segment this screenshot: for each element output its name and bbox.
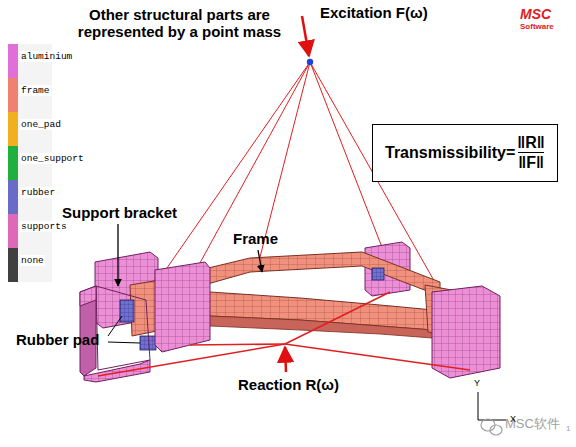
leader-line: [108, 342, 140, 343]
reaction-arrow: [285, 347, 286, 372]
legend-swatch: [8, 214, 18, 248]
material-legend: aluminium frame one_padone_supportrubbersu…: [8, 44, 52, 282]
support-bracket: [96, 286, 150, 370]
numerator: ‖R‖: [517, 134, 544, 152]
rubber-pad: [140, 336, 156, 350]
part-label: Frame: [233, 230, 278, 247]
support-bracket: [84, 360, 150, 382]
legend-row: aluminium: [8, 44, 52, 78]
legend-swatch: [8, 78, 18, 112]
support-bracket: [80, 286, 96, 306]
legend-row: rubber: [8, 180, 52, 214]
legend-text: supports: [20, 221, 68, 232]
part-label: Rubber pad: [16, 331, 99, 348]
legend-row: frame: [8, 78, 52, 112]
legend-swatch: [8, 44, 18, 78]
axis-label: Y: [474, 378, 480, 388]
legend-text: frame: [20, 85, 51, 96]
logo-text: Software: [520, 22, 554, 31]
reaction-link: [285, 344, 470, 370]
legend-swatch: [8, 248, 18, 282]
legend-text: one_support: [20, 153, 85, 164]
rigid-link: [160, 62, 310, 278]
fraction: ‖R‖‖F‖: [517, 134, 544, 172]
excitation-label: Excitation F(ω): [320, 4, 428, 21]
reaction-label: Reaction R(ω): [238, 376, 339, 393]
legend-row: one_pad: [8, 112, 52, 146]
support-bracket: [432, 286, 500, 378]
axis-label: X: [510, 414, 516, 424]
legend-swatch: [8, 112, 18, 146]
legend-row: none: [8, 248, 52, 282]
legend-text: none: [20, 255, 45, 266]
reaction-link: [190, 344, 285, 345]
legend-text: rubber: [20, 187, 56, 198]
axis-line: [478, 392, 479, 420]
logo-text: MSC: [520, 6, 551, 22]
leader-line: [258, 250, 262, 272]
part-label: Support bracket: [62, 204, 177, 221]
annotation-text: Other structural parts are represented b…: [52, 6, 307, 41]
reaction-links: [98, 292, 470, 376]
legend-row: supports: [8, 214, 52, 248]
rubber-pad: [372, 268, 384, 280]
legend-text: aluminium: [20, 51, 73, 62]
rigid-link: [195, 62, 310, 272]
rubber-pad: [120, 300, 134, 322]
legend-row: one_support: [8, 146, 52, 180]
page-number: 1: [566, 424, 570, 433]
reaction-link: [285, 292, 390, 344]
denominator: ‖F‖: [518, 152, 544, 172]
wechat-icon: [481, 419, 502, 435]
leader-line: [108, 316, 122, 336]
point-mass: [307, 59, 313, 65]
leader-line: [117, 224, 118, 286]
formula-text: Transmissibility=: [385, 144, 515, 162]
support-bracket: [155, 262, 210, 352]
legend-swatch: [8, 180, 18, 214]
formula-box: Transmissibility=‖R‖‖F‖: [372, 124, 558, 182]
legend-swatch: [8, 146, 18, 180]
excitation-arrow: [302, 16, 309, 56]
reaction-link: [98, 344, 285, 376]
legend-text: one_pad: [20, 119, 62, 130]
